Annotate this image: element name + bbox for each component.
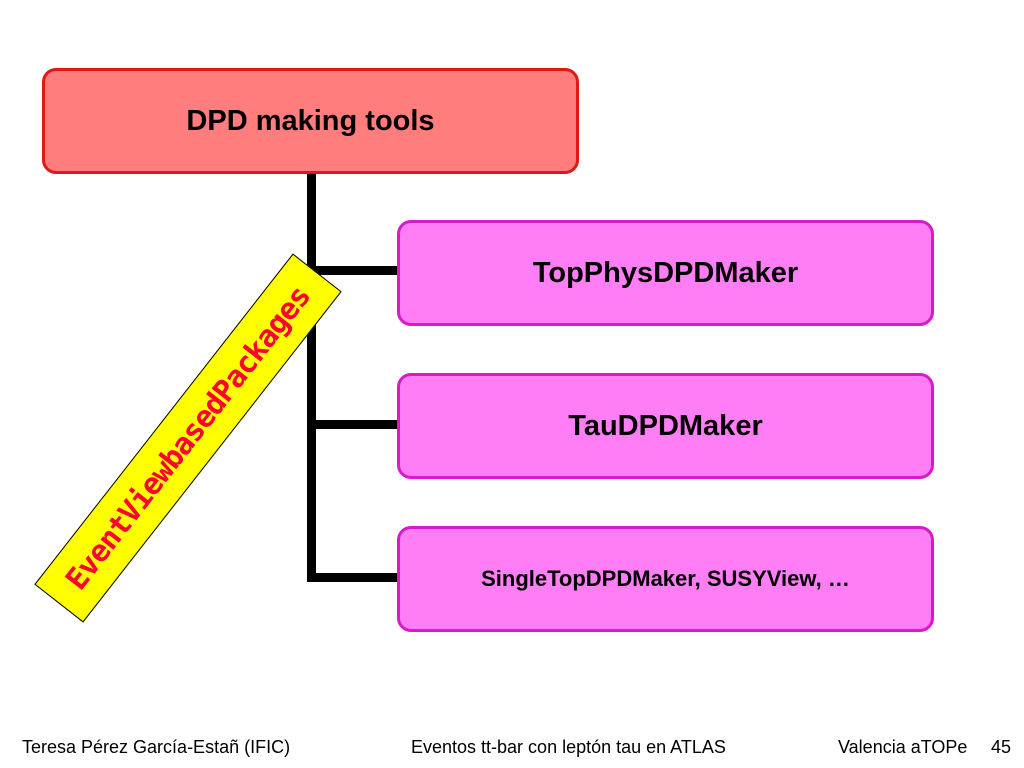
child-node-label: SingleTopDPDMaker, SUSYView, …	[481, 566, 850, 591]
footer-event: Valencia aTOPe	[838, 737, 968, 757]
banner-label: EventViewbasedPackages	[58, 279, 318, 597]
footer-author: Teresa Pérez García-Estañ (IFIC)	[22, 737, 291, 757]
branch-line-0	[307, 266, 399, 275]
eventview-banner: EventViewbasedPackages	[34, 253, 342, 623]
root-node: DPD making tools	[42, 68, 579, 174]
child-node-topphysdpdmaker: TopPhysDPDMaker	[397, 220, 934, 326]
root-node-label: DPD making tools	[186, 104, 435, 137]
page-number: 45	[991, 737, 1012, 757]
child-node-label: TopPhysDPDMaker	[532, 256, 799, 289]
child-node-label: TauDPDMaker	[568, 409, 763, 442]
footer-title: Eventos tt-bar con leptón tau en ATLAS	[411, 737, 726, 757]
trunk-line	[307, 174, 316, 582]
branch-line-2	[307, 573, 399, 582]
branch-line-1	[307, 420, 399, 429]
child-node-others: SingleTopDPDMaker, SUSYView, …	[397, 526, 934, 632]
child-node-taudpdmaker: TauDPDMaker	[397, 373, 934, 479]
